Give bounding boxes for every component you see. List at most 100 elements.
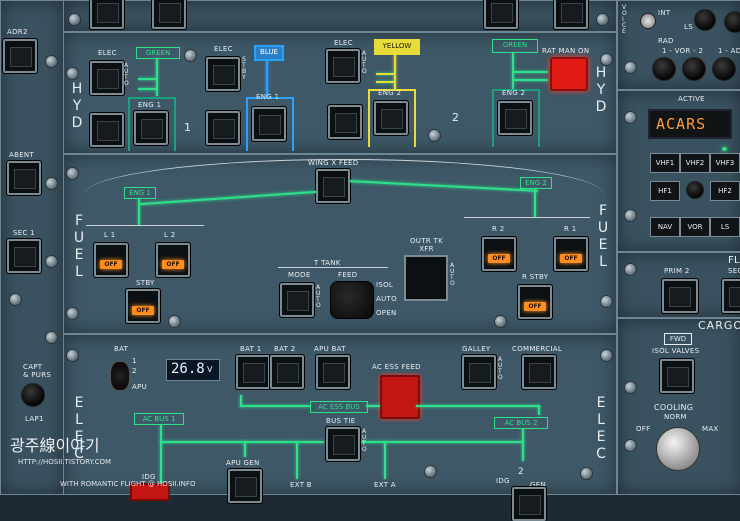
bat1-button[interactable] (236, 355, 270, 389)
vhf2-button[interactable]: VHF2 (680, 153, 710, 173)
elec-ext-a-vline (384, 441, 386, 479)
upper-button-1[interactable] (90, 0, 124, 29)
screw-icon (9, 293, 22, 306)
int-rad-switch[interactable] (640, 13, 656, 29)
l2-off-light: OFF (162, 260, 184, 269)
hyd-elec2-button[interactable] (206, 57, 240, 91)
hyd-green2-line (514, 79, 548, 81)
eng2-green-label: ENG 2 (502, 89, 526, 97)
elec-ess-line (240, 395, 242, 407)
prim2-button[interactable] (662, 279, 698, 313)
screw-icon (624, 263, 637, 276)
isol-label: ISOL (376, 281, 394, 289)
adf1-knob[interactable] (712, 57, 736, 81)
elec2-label: ELEC (214, 45, 233, 53)
apu-gen-button[interactable] (228, 469, 262, 503)
capt-purs-knob[interactable] (21, 383, 45, 407)
rat-man-on-guard[interactable] (550, 57, 588, 91)
hyd-eng2-green-button[interactable] (498, 101, 532, 135)
gen2-button[interactable] (512, 487, 546, 521)
nav-button[interactable]: NAV (650, 217, 680, 237)
hyd-blue-pump-button[interactable] (206, 111, 240, 145)
vhf3-button[interactable]: VHF3 (710, 153, 740, 173)
ac-ess-bus-label: AC ESS BUS (310, 401, 368, 413)
outr-tk-xfr-button[interactable] (404, 255, 448, 301)
commercial-label: COMMERCIAL (512, 345, 563, 353)
hyd-eng1-green-button[interactable] (134, 111, 168, 145)
upper-button-4[interactable] (554, 0, 588, 29)
vol-knob-2[interactable] (724, 11, 740, 33)
ls-button[interactable]: LS (710, 217, 740, 237)
hyd-ptu-button[interactable] (90, 113, 124, 147)
screw-icon (68, 13, 81, 26)
t-tank-mode-button[interactable] (280, 283, 314, 317)
hyd-elec1-button[interactable] (90, 61, 124, 95)
bus-tie-button[interactable] (326, 427, 360, 461)
t-tank-feed-selector[interactable] (330, 281, 374, 319)
active-freq-value: ACARS (656, 115, 707, 133)
ac-ess-feed-guard[interactable] (380, 375, 420, 419)
elec-num-2: 2 (518, 467, 525, 477)
left-stby-pump-button[interactable]: OFF (126, 289, 160, 323)
r1-pump-button[interactable]: OFF (554, 237, 588, 271)
eng2-green-guard (492, 89, 540, 147)
upper-button-3[interactable] (484, 0, 518, 29)
active-label: ACTIVE (678, 95, 705, 103)
hyd-yellow-line (394, 55, 396, 89)
l2-label: L 2 (164, 231, 176, 239)
hyd-elec3-button[interactable] (326, 49, 360, 83)
hf1-button[interactable]: HF1 (650, 181, 680, 201)
vor1-knob[interactable] (652, 57, 676, 81)
sec1-button[interactable] (7, 239, 41, 273)
galley-label: GALLEY (462, 345, 491, 353)
vhf1-button[interactable]: VHF1 (650, 153, 680, 173)
rat-man-on-label: RAT MAN ON (542, 47, 590, 55)
t-tank-bracket (278, 267, 388, 268)
wing-x-feed-button[interactable] (316, 169, 350, 203)
bat2-label: BAT 2 (274, 345, 296, 353)
elec1-label: ELEC (98, 49, 117, 57)
vor-button[interactable]: VOR (680, 217, 710, 237)
abent-button[interactable] (7, 161, 41, 195)
apu-bat-button[interactable] (316, 355, 350, 389)
hyd-eng2-yellow-button[interactable] (374, 101, 408, 135)
r-stby-label: R STBY (522, 273, 549, 281)
l1-pump-button[interactable]: OFF (94, 243, 128, 277)
screw-icon (600, 295, 613, 308)
cooling-selector-knob[interactable] (656, 427, 700, 471)
r2-pump-button[interactable]: OFF (482, 237, 516, 271)
norm-label: NORM (664, 413, 687, 421)
upper-button-2[interactable] (152, 0, 186, 29)
bat2-button[interactable] (270, 355, 304, 389)
elec-ess-line (240, 405, 310, 407)
hyd-green-line (138, 78, 156, 80)
screw-icon (424, 465, 437, 478)
commercial-button[interactable] (522, 355, 556, 389)
screw-icon (624, 111, 637, 124)
hyd-eng1-blue-button[interactable] (252, 107, 286, 141)
sec-button[interactable] (722, 279, 740, 313)
prim2-label: PRIM 2 (664, 267, 690, 275)
flight-control-panel: PRIM 2 FL SEC (617, 252, 740, 318)
l2-pump-button[interactable]: OFF (156, 243, 190, 277)
screw-icon (45, 255, 58, 268)
right-stby-pump-button[interactable]: OFF (518, 285, 552, 319)
galley-button[interactable] (462, 355, 496, 389)
cargo-isol-valves-button[interactable] (660, 359, 694, 393)
right-stby-off-light: OFF (524, 302, 546, 311)
hf2-button[interactable]: HF2 (710, 181, 740, 201)
active-freq-display: ACARS (648, 109, 732, 139)
screw-icon (66, 307, 79, 320)
vol-knob-1[interactable] (694, 9, 716, 31)
vor2-knob[interactable] (682, 57, 706, 81)
bat-selector-switch[interactable] (110, 361, 130, 391)
hyd-yellow-pump-button[interactable] (328, 105, 362, 139)
am-knob[interactable] (686, 181, 704, 199)
adr2-button[interactable] (3, 39, 37, 73)
hyd-yellow-line (376, 81, 394, 83)
